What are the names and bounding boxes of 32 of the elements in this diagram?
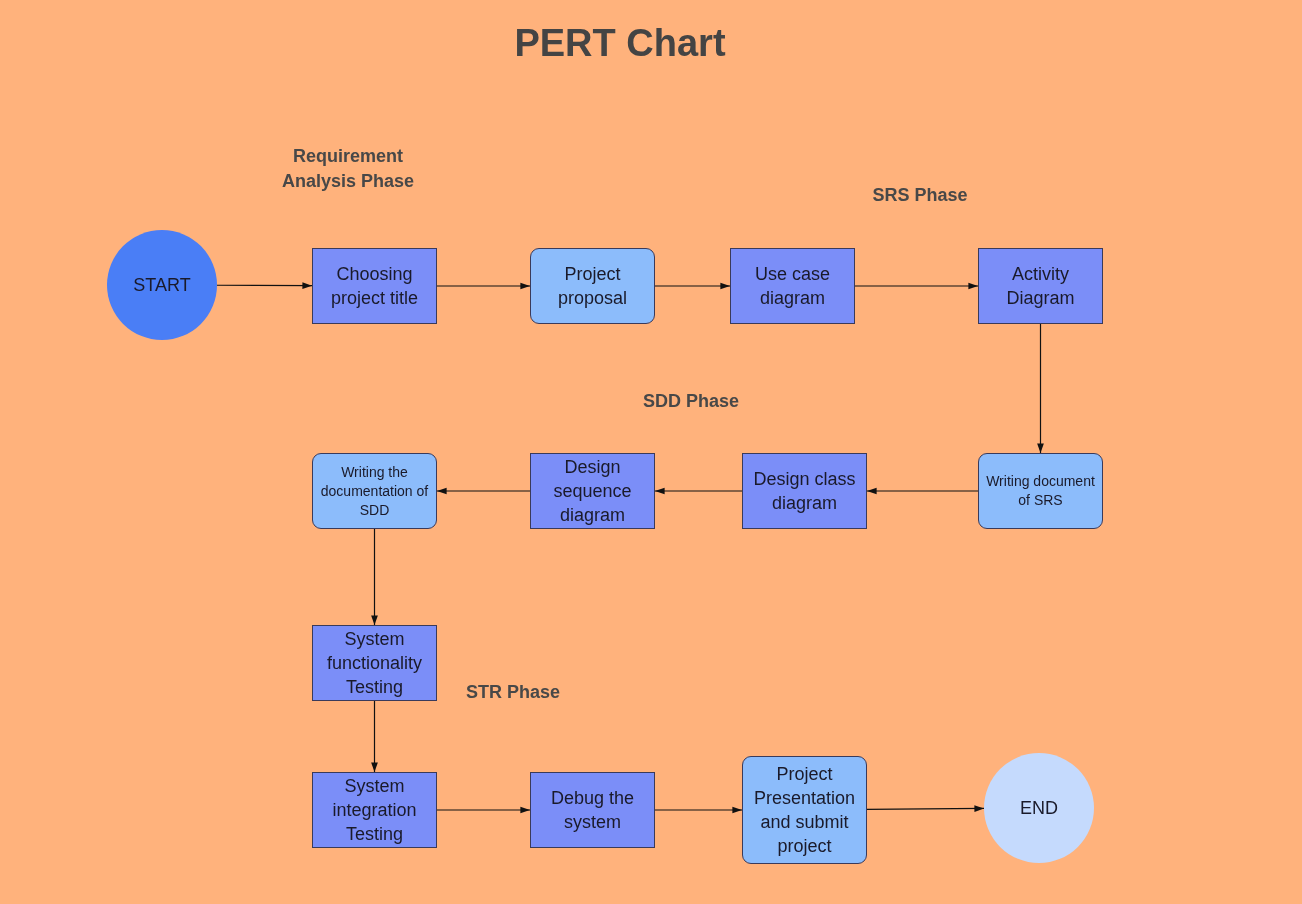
arrow <box>866 487 979 495</box>
start-circle: START <box>107 230 217 340</box>
arrow <box>1037 323 1044 454</box>
task-box: Design sequence diagram <box>530 453 655 529</box>
arrow <box>854 282 979 290</box>
end-circle: END <box>984 753 1094 863</box>
chart-title: PERT Chart <box>513 22 727 65</box>
task-box: Choosing project title <box>312 248 437 324</box>
arrow <box>436 487 531 495</box>
task-box: System integration Testing <box>312 772 437 848</box>
phase-label: SRS Phase <box>871 184 969 207</box>
phase-label: STR Phase <box>464 681 561 704</box>
phase-label: Requirement Analysis Phase <box>280 145 416 193</box>
phase-label: SDD Phase <box>641 390 740 413</box>
task-box: Use case diagram <box>730 248 855 324</box>
rounded-task-box: Project proposal <box>530 248 655 324</box>
arrow <box>216 282 313 289</box>
arrow <box>371 700 378 773</box>
rounded-task-box: Writing the documentation of SDD <box>312 453 437 529</box>
task-box: System functionality Testing <box>312 625 437 701</box>
rounded-task-box: Writing document of SRS <box>978 453 1103 529</box>
task-box: Design class diagram <box>742 453 867 529</box>
arrow <box>654 487 743 495</box>
task-box: Debug the system <box>530 772 655 848</box>
arrow <box>436 282 531 290</box>
arrow <box>654 282 731 290</box>
arrow <box>654 806 743 814</box>
arrow <box>436 806 531 814</box>
task-box: Activity Diagram <box>978 248 1103 324</box>
arrow <box>371 528 378 626</box>
rounded-task-box: Project Presentation and submit project <box>742 756 867 864</box>
arrow <box>866 805 985 812</box>
